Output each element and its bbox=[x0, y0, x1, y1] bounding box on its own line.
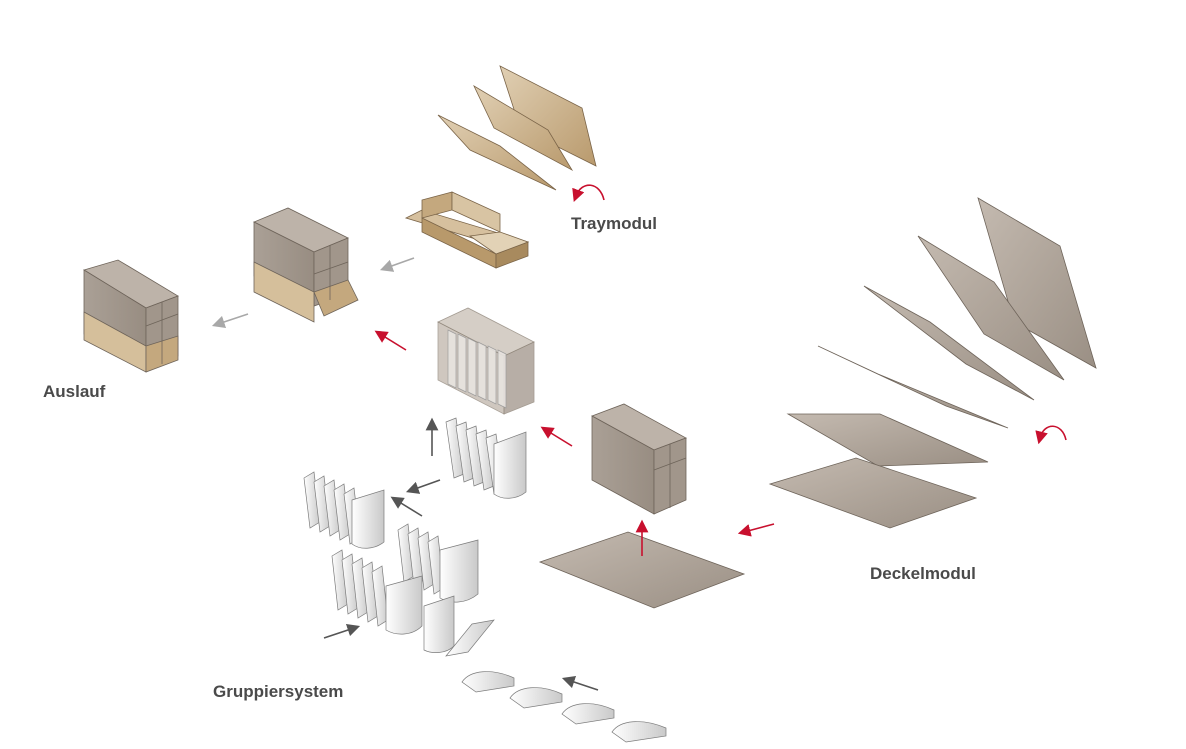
product-group-top bbox=[445, 417, 527, 499]
label-auslauf: Auslauf bbox=[43, 382, 106, 401]
product-stack-right bbox=[397, 523, 479, 603]
flow-arrow-stack-right bbox=[405, 479, 441, 494]
flow-arrow-infeed bbox=[323, 623, 361, 639]
flow-arrow-lid-in bbox=[737, 523, 775, 537]
flow-arrow-to-output-1 bbox=[379, 257, 415, 272]
flow-arrow-lid-to-box bbox=[540, 426, 573, 447]
box-finished-large bbox=[253, 207, 359, 323]
folded-tray bbox=[404, 191, 530, 269]
flow-arrow-infeed-products bbox=[561, 675, 599, 691]
box-finished-small bbox=[83, 259, 179, 373]
label-traymodul: Traymodul bbox=[571, 214, 657, 233]
products-in-box bbox=[437, 307, 535, 415]
flow-arrow-to-output-2 bbox=[211, 313, 249, 329]
flow-arrow-into-box bbox=[374, 330, 407, 351]
tray-blanks bbox=[437, 65, 597, 191]
label-gruppiersystem: Gruppiersystem bbox=[213, 682, 344, 701]
box-lid-closing bbox=[591, 403, 687, 515]
product-stack-front bbox=[331, 549, 423, 635]
infeed-products bbox=[461, 671, 667, 743]
label-deckelmodul: Deckelmodul bbox=[870, 564, 976, 583]
lid-rotate-arrow bbox=[1035, 425, 1067, 445]
lid-sheet-flat bbox=[538, 531, 746, 609]
product-stack-left bbox=[303, 471, 385, 549]
tray-rotate-arrow bbox=[572, 184, 605, 202]
single-products-turning bbox=[423, 595, 495, 657]
flow-arrow-stack-left bbox=[390, 496, 423, 517]
lid-blanks bbox=[768, 197, 1097, 529]
